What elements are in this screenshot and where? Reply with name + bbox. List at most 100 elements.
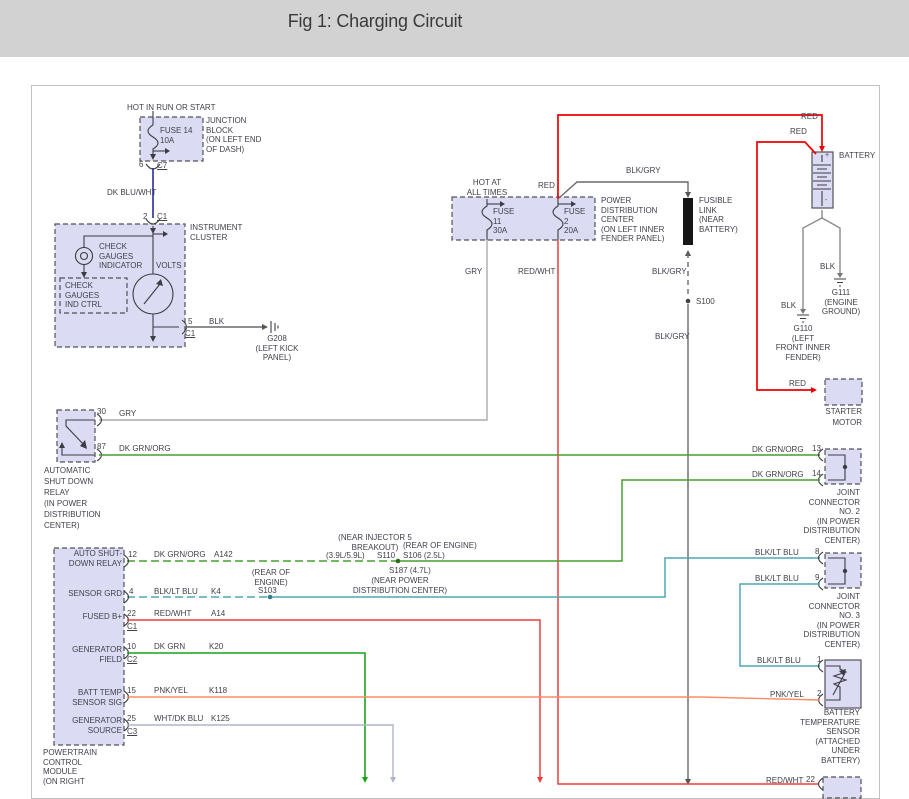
check-gauges-lamp-icon [74, 246, 94, 266]
pcm-row-asd-label: AUTO SHUT- DOWN RELAY [68, 549, 122, 568]
starter-motor-box [824, 378, 863, 406]
bts-pin2-label: 2 [817, 689, 822, 698]
splice-s110-label: S110 [377, 551, 396, 560]
wire-gry [99, 240, 488, 421]
wire-dk-blu-wht-label: DK BLU/WHT [107, 188, 157, 197]
wire-wht-dk-blu-k125 [127, 724, 396, 783]
wire-dk-grn-k20 [127, 652, 368, 783]
figure-title: Fig 1: Charging Circuit [287, 11, 463, 31]
figure-header: Fig 1: Charging Circuit [0, 0, 909, 57]
cluster-conn-gnd-label: C1 [185, 329, 196, 338]
fuse14-symbol [145, 111, 170, 170]
g208-ground-icon [270, 321, 279, 333]
fuse14-label: FUSE 14 10A [160, 126, 193, 145]
splice-s103-dot [267, 594, 273, 600]
wire-blk-lt-blu-sensor [739, 583, 820, 667]
pcm-row-fused-b-label: FUSED B+ [82, 612, 122, 621]
relay-gry-label: GRY [119, 409, 137, 418]
splice-s110-dot [395, 558, 401, 564]
wire-dk-blu-wht [145, 168, 161, 225]
instrument-cluster-label: INSTRUMENT CLUSTER [190, 223, 243, 242]
asd-relay-label: AUTOMATIC SHUT DOWN RELAY (IN POWER DIST… [44, 466, 101, 530]
wire-red-wht-a14 [127, 619, 543, 783]
wire-gry-label: GRY [465, 267, 483, 276]
pcm-box [53, 547, 125, 746]
pcm-label: POWERTRAIN CONTROL MODULE (ON RIGHT [43, 748, 98, 786]
fuse11-label: FUSE 11 30A [493, 207, 515, 235]
starter-motor-label: STARTER MOTOR [825, 407, 862, 427]
pcm-wire22-label: RED/WHT [154, 609, 192, 618]
check-gauges-indicator-label: CHECK GAUGES INDICATOR [99, 242, 143, 270]
splice-s103-label: S103 [258, 586, 277, 595]
junction-pin-label: 6 [139, 160, 144, 169]
wire-red-wht-label: RED/WHT [518, 267, 556, 276]
instrument-cluster-internals [74, 226, 188, 342]
g111-ground-icon [834, 278, 846, 287]
fuse2-label: FUSE 2 20A [564, 207, 586, 235]
g110-ground-icon [797, 314, 809, 323]
pcm-row-sensor-grd-label: SENSOR GRD [68, 589, 122, 598]
junction-block-label: JUNCTION BLOCK (ON LEFT END OF DASH) [206, 116, 262, 154]
battery-minus-sign: - [825, 197, 828, 204]
wire-dk-grn-org-a142 [127, 479, 820, 564]
hot-in-run-label: HOT IN RUN OR START [127, 103, 216, 112]
generator-box-partial [822, 776, 862, 799]
jc2-pin13-label: 13 [812, 444, 821, 453]
pcm-conn-c3-label: C3 [127, 727, 138, 736]
relay-pin87-label: 87 [97, 442, 106, 451]
jc3-label: JOINT CONNECTOR NO. 3 (IN POWER DISTRIBU… [803, 592, 860, 649]
splice-s110-engine: (3.9L/5.9L) [326, 551, 365, 560]
pcm-row-batt-temp-label: BATT TEMP SENSOR SIG [72, 688, 122, 707]
g208-label: G208 (LEFT KICK PANEL) [255, 334, 299, 362]
red-label-b: RED [790, 127, 807, 136]
pcm-circuit-k125-label: K125 [211, 714, 230, 723]
check-gauges-ind-ctrl-box [59, 277, 128, 314]
pcm-wire25-label: WHT/DK BLU [154, 714, 204, 723]
pcm-wire4-label: BLK/LT BLU [154, 587, 198, 596]
fusible-link-symbol [683, 198, 693, 245]
pcm-circuit-k118-label: K118 [209, 686, 228, 695]
junction-conn-label: C7 [157, 161, 168, 170]
blk-left-label: BLK [781, 301, 797, 310]
splice-s187-note: (NEAR POWER DISTRIBUTION CENTER) [352, 576, 448, 595]
jc2-wire13-label: DK GRN/ORG [752, 445, 804, 454]
pcm-pin22-label: 22 [127, 609, 136, 618]
fusible-link-label: FUSIBLE LINK (NEAR BATTERY) [699, 196, 738, 234]
battery-temp-sensor-symbol [817, 659, 848, 707]
battery-label: BATTERY [839, 151, 876, 160]
splice-s187-label: S187 (4.7L) [389, 566, 431, 575]
pcm-circuit-a142-label: A142 [214, 550, 233, 559]
pcm-pin12-label: 12 [128, 550, 137, 559]
bts-wire2-label: PNK/YEL [770, 690, 804, 699]
splice-s106-label: S106 (2.5L) [403, 551, 445, 560]
pcm-circuit-a14-label: A14 [211, 609, 226, 618]
bottom-red-wht-label: RED/WHT [766, 776, 804, 785]
cluster-pin-gnd-label: 5 [188, 317, 193, 326]
splice-s100-label: S100 [696, 297, 715, 306]
jc3-pin8-label: 8 [815, 547, 820, 556]
pdc-label: POWER DISTRIBUTION CENTER (ON LEFT INNER… [601, 196, 665, 243]
wire-blk-gry [558, 181, 691, 785]
battery-temp-sensor-label: BATTERY TEMPERATURE SENSOR (ATTACHED UND… [800, 708, 860, 765]
splice-s103-note: (REAR OF ENGINE) [251, 568, 291, 587]
wire-red-battery-feed [557, 114, 825, 199]
cluster-pin-in-label: 2 [143, 212, 148, 221]
blk-gry-mid-label: BLK/GRY [652, 267, 687, 276]
pcm-circuit-k20-label: K20 [209, 642, 224, 651]
cluster-conn-in-label: C1 [157, 212, 168, 221]
red-starter-label: RED [789, 379, 806, 388]
jc3-wire9-label: BLK/LT BLU [755, 574, 799, 583]
battery-box [811, 151, 834, 209]
battery-temp-sensor-box [824, 659, 862, 709]
fuse2-symbol [552, 199, 576, 240]
wire-red-wht-main [557, 240, 824, 791]
wire-red-starter [756, 141, 817, 393]
wire-blk-label: BLK [209, 317, 225, 326]
relay-dk-grn-org-label: DK GRN/ORG [119, 444, 171, 453]
pcm-wire12-label: DK GRN/ORG [154, 550, 206, 559]
g111-label: G111 (ENGINE GROUND) [821, 288, 861, 316]
hot-at-all-times-label: HOT AT ALL TIMES [466, 178, 508, 197]
bts-pin1-label: 1 [817, 655, 822, 664]
